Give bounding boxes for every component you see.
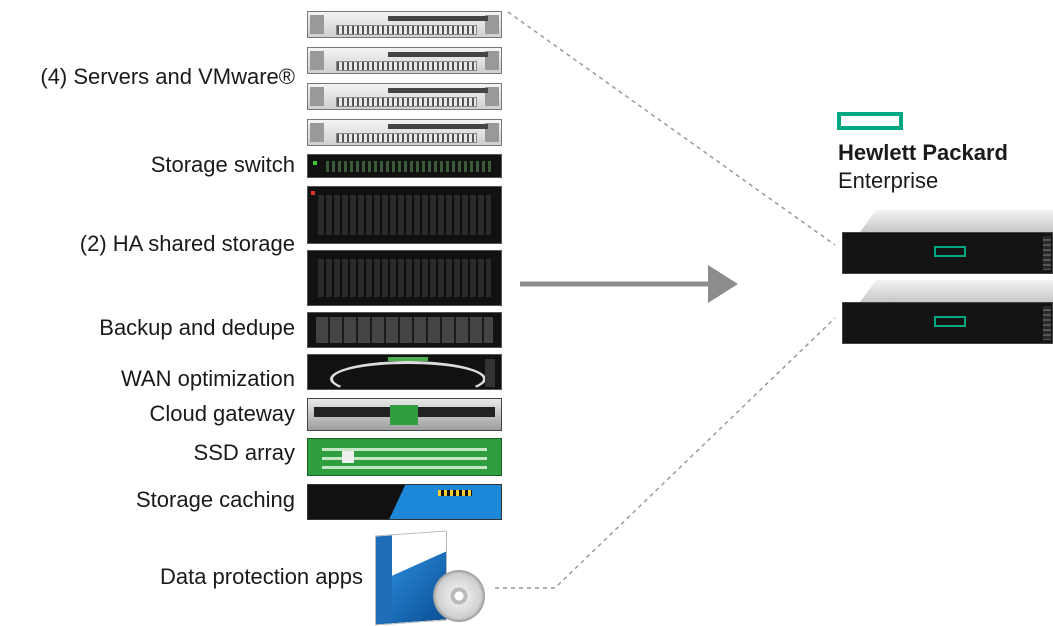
software-box-icon — [375, 530, 447, 626]
storage-caching-device — [307, 484, 502, 520]
server-unit-3 — [307, 83, 502, 110]
ssd-array-device — [307, 438, 502, 476]
hpe-server-2 — [842, 280, 1053, 344]
server-unit-4 — [307, 119, 502, 146]
label-cloud: Cloud gateway — [149, 401, 295, 426]
server-unit-2 — [307, 47, 502, 74]
consolidation-arrow-head — [708, 265, 738, 303]
label-backup: Backup and dedupe — [99, 315, 295, 340]
label-data-protection: Data protection apps — [159, 564, 363, 589]
ha-storage-array-2 — [307, 250, 502, 306]
server-unit-1 — [307, 11, 502, 38]
top-dashed-connector — [507, 11, 836, 246]
cloud-gateway-device — [307, 398, 502, 431]
backup-dedupe-device — [307, 312, 502, 348]
ha-storage-array-1 — [307, 186, 502, 244]
label-wan: WAN optimization — [120, 366, 295, 391]
brand-line-1: Hewlett Packard — [838, 140, 1008, 165]
cd-disc-icon — [433, 570, 485, 622]
label-caching: Storage caching — [136, 487, 295, 512]
brand-line-2: Enterprise — [838, 168, 939, 193]
label-ssd: SSD array — [193, 440, 295, 465]
label-ha-storage: (2) HA shared storage — [79, 231, 295, 256]
label-storage-switch: Storage switch — [150, 152, 295, 177]
storage-switch-device — [307, 154, 502, 178]
hpe-logo-rectangle — [837, 112, 903, 130]
bottom-dashed-connector — [495, 317, 836, 589]
hpe-server-1 — [842, 210, 1053, 274]
wan-optimization-device — [307, 354, 502, 397]
label-servers: (4) Servers and VMware® — [40, 64, 295, 89]
